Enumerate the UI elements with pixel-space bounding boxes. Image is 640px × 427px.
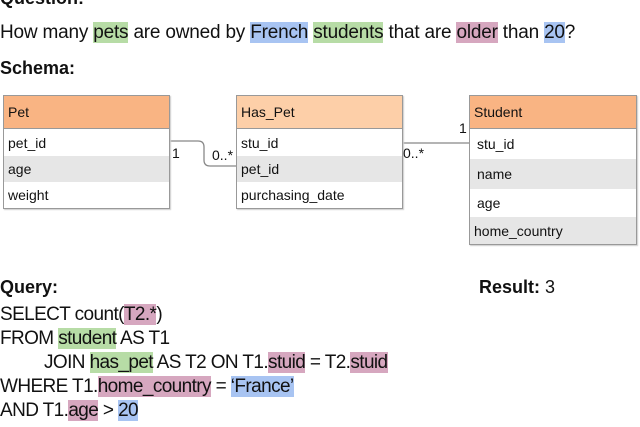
- text-segment: AND T1.: [0, 400, 69, 421]
- text-segment: ?: [564, 22, 576, 43]
- cardinality: 1: [459, 120, 467, 136]
- highlighted-token: ‘France’: [230, 376, 294, 397]
- highlighted-token: older: [456, 22, 498, 43]
- question-label: Question:: [0, 0, 84, 9]
- column: name: [470, 159, 636, 189]
- column: age: [4, 156, 169, 182]
- text-segment: than: [497, 22, 545, 43]
- highlighted-token: T2.*: [123, 304, 157, 325]
- highlighted-token: 20: [118, 400, 139, 421]
- table-header: Student: [470, 96, 636, 129]
- table-has-pet: Has_Pet stu_id pet_id purchasing_date: [236, 95, 403, 209]
- column: weight: [8, 187, 49, 203]
- result-value: 3: [545, 277, 556, 297]
- column: age: [477, 195, 501, 211]
- highlighted-token: pets: [93, 22, 129, 43]
- text-segment: How many: [0, 22, 94, 43]
- column: home_country: [470, 217, 636, 244]
- column: purchasing_date: [241, 187, 345, 203]
- text-segment: =: [210, 376, 231, 397]
- highlighted-token: has_pet: [89, 352, 154, 373]
- query-label: Query:: [0, 277, 59, 297]
- text-segment: JOIN: [44, 352, 90, 373]
- text-segment: SELECT count(: [0, 304, 124, 325]
- table-student: Student stu_id name age home_country: [469, 95, 637, 245]
- text-segment: FROM: [0, 328, 59, 349]
- text-segment: AS T2 ON T1.: [152, 352, 269, 373]
- question-text: How many pets are owned by French studen…: [0, 22, 575, 44]
- highlighted-token: French: [250, 22, 309, 43]
- relation-lines: [169, 140, 469, 167]
- text-segment: WHERE T1.: [0, 376, 98, 397]
- sql-line: FROM student AS T1: [0, 327, 388, 351]
- text-segment: that are: [383, 22, 457, 43]
- highlighted-token: students: [313, 22, 384, 43]
- text-segment: >: [98, 400, 119, 421]
- table-header: Has_Pet: [237, 96, 402, 129]
- sql-line: SELECT count(T2.*): [0, 303, 388, 327]
- column: pet_id: [237, 156, 402, 182]
- result-label: Result:: [479, 277, 541, 297]
- pet-haspet-link: [169, 140, 236, 167]
- sql-line: AND T1.age > 20: [0, 399, 388, 423]
- highlighted-token: age: [68, 400, 99, 421]
- text-segment: AS T1: [116, 328, 170, 349]
- sql-line: JOIN has_pet AS T2 ON T1.stuid = T2.stui…: [0, 351, 388, 375]
- column: stu_id: [477, 136, 515, 152]
- cardinality: 0..*: [212, 147, 234, 163]
- highlighted-token: student: [58, 328, 117, 349]
- cardinality: 1: [172, 145, 180, 161]
- text-segment: = T2.: [305, 352, 351, 373]
- result: Result: 3: [479, 277, 555, 298]
- highlighted-token: stuid: [350, 352, 388, 373]
- column: pet_id: [8, 134, 47, 151]
- text-segment: are owned by: [128, 22, 251, 43]
- sql-line: WHERE T1.home_country = ‘France’: [0, 375, 388, 399]
- table-header: Pet: [4, 96, 169, 129]
- schema-label: Schema:: [0, 58, 76, 78]
- highlighted-token: stuid: [268, 352, 306, 373]
- cardinality: 0..*: [403, 145, 425, 161]
- table-pet: Pet pet_id age weight: [3, 95, 170, 209]
- highlighted-token: home_country: [97, 376, 212, 397]
- column: stu_id: [241, 134, 279, 151]
- text-segment: ): [156, 304, 163, 325]
- highlighted-token: 20: [544, 22, 565, 43]
